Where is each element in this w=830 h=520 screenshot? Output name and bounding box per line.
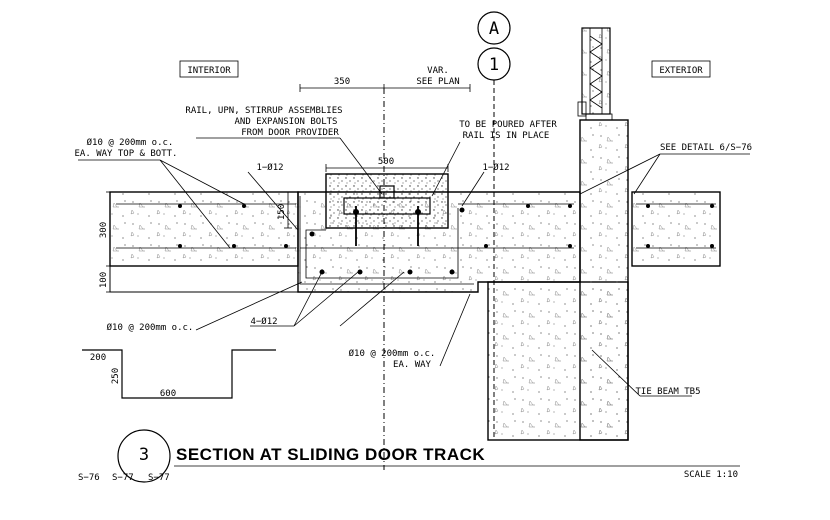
rail-note-3: FROM DOOR PROVIDER	[241, 128, 339, 138]
scale-label: SCALE 1:10	[684, 470, 738, 480]
bar-bottom-left-note: Ø10 @ 200mm o.c.	[107, 322, 194, 333]
see-detail-note: SEE DETAIL 6/S−76	[660, 143, 752, 153]
detail-number: 3	[139, 445, 149, 465]
grid-letter: A	[489, 19, 499, 39]
dim-100: 100	[99, 272, 109, 288]
interior-label: INTERIOR	[187, 66, 231, 76]
key-sketch: 200 250 600	[82, 349, 276, 399]
key-600: 600	[160, 389, 176, 399]
bars-4-note: 4−Ø12	[250, 316, 277, 327]
bar-ea-note-1: Ø10 @ 200mm o.c.	[349, 348, 436, 359]
bar-top-note-1: Ø10 @ 200mm o.c.	[87, 137, 174, 148]
poured-note-2: RAIL IS IN PLACE	[463, 131, 550, 141]
exterior-slab	[631, 191, 721, 267]
exterior-label: EXTERIOR	[659, 66, 703, 76]
bar-1-right: 1−Ø12	[482, 162, 509, 173]
rebar-lines	[116, 196, 716, 285]
dimensions	[106, 84, 471, 293]
title-block: 3 SECTION AT SLIDING DOOR TRACK S−76 S−7…	[78, 429, 740, 483]
poured-note-1: TO BE POURED AFTER	[459, 120, 557, 130]
section-title: SECTION AT SLIDING DOOR TRACK	[176, 445, 485, 464]
bar-1-left: 1−Ø12	[256, 162, 283, 173]
bar-ea-note-2: EA. WAY	[393, 360, 432, 370]
infill-pocket	[325, 173, 449, 229]
rail-note-1: RAIL, UPN, STIRRUP ASSEMBLIES	[185, 106, 342, 116]
ref-mid: S−77	[112, 473, 134, 483]
exterior-wall	[577, 27, 613, 121]
interior-slab	[109, 191, 299, 267]
rail-note-2: AND EXPANSION BOLTS	[235, 117, 338, 127]
ref-left: S−76	[78, 473, 100, 483]
grid-bubble-1: 1	[477, 47, 511, 81]
rail-assembly	[343, 185, 431, 246]
ref-right: S−77	[148, 473, 170, 483]
interior-label-box	[179, 60, 239, 78]
grid-bubble-a: A	[477, 11, 511, 45]
exterior-column	[579, 119, 629, 441]
bar-top-note-2: EA. WAY TOP & BOTT.	[75, 149, 178, 159]
var-line-2: SEE PLAN	[416, 77, 459, 87]
grid-number: 1	[489, 55, 499, 75]
key-250: 250	[111, 368, 121, 384]
sub-base-left	[109, 265, 299, 293]
dim-500: 500	[378, 157, 394, 167]
exterior-label-box	[651, 60, 711, 78]
rebar-dots	[178, 204, 714, 275]
key-200: 200	[90, 353, 106, 363]
dim-300: 300	[99, 222, 109, 238]
var-line-1: VAR.	[427, 66, 449, 76]
leaders	[78, 137, 750, 397]
tie-beam-label: TIE BEAM TB5	[635, 387, 700, 397]
dim-150: 150	[277, 204, 287, 220]
dim-350: 350	[334, 77, 350, 87]
